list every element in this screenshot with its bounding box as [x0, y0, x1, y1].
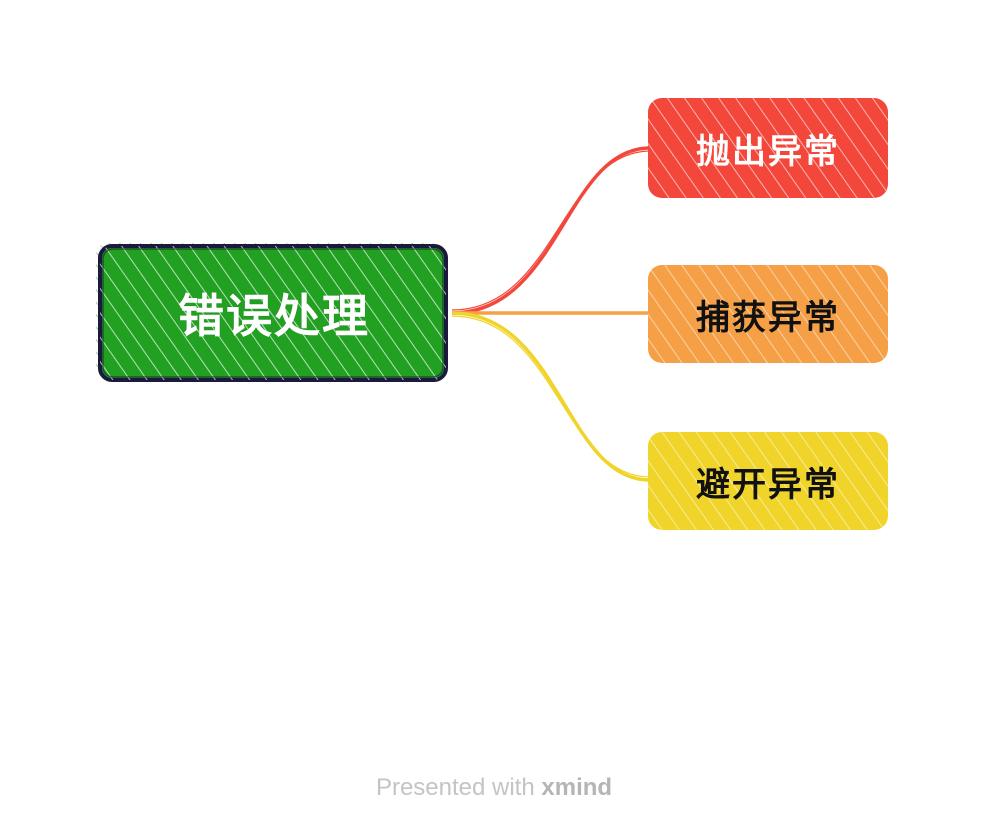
branch-topic-avoid-label: 避开异常 — [696, 464, 840, 505]
branch-topic-throw[interactable] — [648, 98, 888, 198]
central-topic-label: 错误处理 — [178, 289, 370, 343]
connector-line-throw-sketch — [451, 150, 651, 311]
central-topic[interactable] — [96, 243, 448, 382]
connector-line-throw — [451, 146, 651, 315]
branch-topic-throw-label: 抛出异常 — [696, 131, 840, 172]
presented-with-footer: Presented with xmind — [0, 774, 988, 802]
branch-topic-catch-label: 捕获异常 — [696, 297, 840, 338]
branch-topic-catch[interactable] — [648, 265, 888, 363]
footer-prefix: Presented with — [375, 774, 535, 801]
xmind-brand[interactable]: xmind — [541, 774, 613, 801]
branch-topic-avoid[interactable] — [648, 432, 888, 530]
connector-line-avoid — [451, 311, 651, 482]
connector-line-avoid-sketch — [451, 315, 651, 478]
